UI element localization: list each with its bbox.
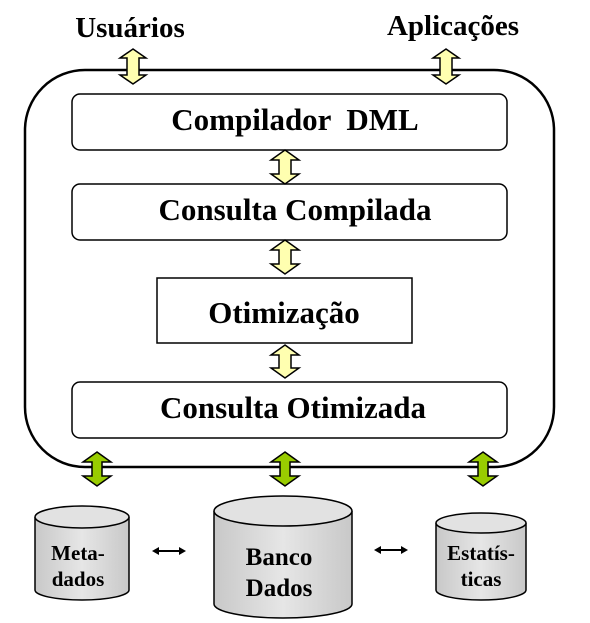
database-access-arrow-icon bbox=[268, 451, 302, 487]
dml-compiler-box bbox=[71, 93, 508, 151]
optimization-box bbox=[156, 277, 413, 344]
stage2-to-stage3-arrow-icon bbox=[268, 239, 302, 275]
database-label-line1: Banco bbox=[246, 544, 313, 571]
database-cylinder bbox=[213, 495, 353, 619]
users-double-arrow-icon bbox=[117, 48, 149, 85]
stage1-to-stage2-arrow-icon bbox=[268, 149, 302, 185]
compiled-query-label: Consulta Compilada bbox=[158, 192, 432, 227]
optimization-label: Otimização bbox=[208, 295, 360, 330]
stage3-to-stage4-arrow-icon bbox=[268, 344, 302, 379]
dml-compiler-label: Compilador DML bbox=[171, 102, 418, 137]
statistics-access-arrow-icon bbox=[466, 451, 500, 487]
database-label-line2: Dados bbox=[246, 575, 313, 602]
metadata-label-line1: Meta- bbox=[51, 541, 105, 565]
metadata-label-line2: dados bbox=[52, 567, 105, 591]
applications-double-arrow-icon bbox=[430, 48, 462, 85]
optimized-query-label: Consulta Otimizada bbox=[160, 390, 427, 425]
applications-label: Aplicações bbox=[387, 10, 519, 42]
compiled-query-box bbox=[71, 183, 508, 241]
database-statistics-link-arrow-icon bbox=[374, 546, 408, 554]
statistics-label-line2: ticas bbox=[461, 567, 502, 591]
metadata-access-arrow-icon bbox=[80, 451, 114, 487]
optimized-query-box bbox=[71, 381, 508, 439]
statistics-cylinder bbox=[435, 512, 527, 601]
metadata-database-link-arrow-icon bbox=[152, 547, 186, 555]
users-label: Usuários bbox=[75, 12, 185, 44]
statistics-label-line1: Estatís- bbox=[447, 541, 515, 565]
metadata-cylinder bbox=[34, 505, 130, 601]
